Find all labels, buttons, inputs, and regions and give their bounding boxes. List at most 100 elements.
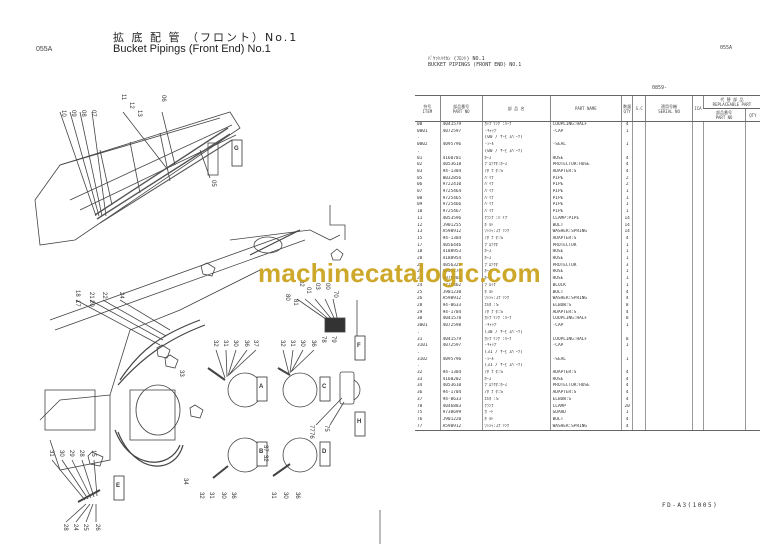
cell-part-no: [439, 329, 483, 337]
cell-empty: [702, 256, 746, 263]
bucket-piping-drawing: G A B C D E F H 10 09 08 07 11 12 13 06 …: [34, 94, 381, 544]
cell-part-name: COUPLING:HALF: [549, 336, 622, 344]
cell-empty: [692, 209, 704, 216]
cell-item: 33: [417, 376, 423, 382]
cell-empty: [632, 349, 646, 357]
cell-qty: 8: [620, 302, 633, 310]
cell-empty: [692, 262, 704, 270]
cell-part-name: ADAPTER:S: [549, 309, 622, 317]
cell-empty: [644, 128, 693, 136]
cell-empty: [702, 282, 746, 290]
cell-part-no: J901220: [439, 416, 483, 424]
cell-part-name: -SEAL: [549, 356, 622, 364]
cell-empty: [702, 162, 746, 169]
cell-qty: 1: [620, 343, 633, 350]
cell-name-jp: ｶｯﾌﾟﾘﾝｸﾞ:ﾊｰﾌ: [481, 121, 551, 129]
cell-empty: [692, 376, 704, 384]
cell-item: 12: [417, 222, 423, 228]
cell-empty: [632, 215, 646, 223]
svg-text:76: 76: [308, 432, 314, 439]
cell-empty: [702, 363, 746, 371]
cell-name-jp: ﾌﾞﾛｯｸ: [481, 282, 551, 290]
cell-name-jp: -ｷｬｯﾌﾟ: [481, 323, 551, 330]
cell-item: 37: [417, 396, 423, 402]
cell-part-name: [549, 148, 622, 156]
svg-text:30: 30: [299, 340, 305, 347]
cell-name-jp: (31 / ｻｰﾋﾞｽﾊﾟｰﾂ): [481, 349, 551, 357]
cell-empty: [702, 148, 746, 156]
cell-item: 28: [417, 302, 423, 308]
cell-empty: [632, 121, 646, 129]
cell-qty: 1: [620, 410, 633, 417]
svg-text:24: 24: [118, 292, 124, 299]
cell-empty: [644, 343, 693, 350]
cell-item: 02: [417, 162, 423, 168]
cell-empty: [632, 376, 646, 384]
cell-empty: [644, 209, 693, 216]
cell-qty: [620, 363, 633, 371]
cell-item: 30: [417, 316, 423, 322]
cell-empty: [632, 128, 646, 136]
cell-empty: [692, 242, 704, 250]
svg-text:24: 24: [72, 524, 78, 531]
cell-item: 17: [417, 242, 423, 248]
cell-empty: [702, 242, 746, 250]
cell-item: 15: [417, 235, 423, 241]
cell-empty: [632, 256, 646, 263]
cell-empty: [632, 289, 646, 297]
svg-text:37: 37: [252, 340, 258, 347]
cell-qty: 4: [620, 309, 633, 317]
cell-empty: [644, 349, 693, 357]
cell-part-no: 4079004: [439, 276, 483, 283]
cell-part-name: WASHER:SPRING: [549, 296, 622, 303]
view-label-b: B: [259, 449, 264, 455]
cell-part-no: [439, 363, 483, 371]
cell-part-name: COUPLING:HALF: [549, 316, 622, 324]
cell-empty: [702, 189, 746, 196]
cell-part-name: GUARD: [549, 410, 622, 417]
svg-text:20: 20: [88, 300, 94, 307]
cell-empty: [744, 256, 760, 263]
cell-qty: 3: [620, 262, 633, 270]
cell-part-no: 4056446: [439, 242, 483, 250]
cell-empty: [644, 195, 693, 203]
svg-text:70: 70: [332, 291, 338, 298]
cell-empty: [692, 121, 704, 129]
cell-empty: [692, 289, 704, 297]
cell-empty: [644, 189, 693, 196]
cell-name-jp: ｴﾙﾎﾞ:S: [481, 396, 551, 404]
svg-text:33: 33: [178, 370, 184, 377]
page-code: 055A: [36, 46, 53, 53]
cell-part-name: [549, 329, 622, 337]
cell-item: 29: [417, 309, 423, 315]
cell-empty: [632, 242, 646, 250]
cell-part-no: J901230: [439, 289, 483, 297]
cell-empty: [692, 282, 704, 290]
cell-empty: [744, 336, 760, 344]
svg-text:36: 36: [243, 340, 249, 347]
cell-empty: [744, 356, 760, 364]
cell-item: 22: [417, 269, 423, 275]
cell-qty: 1: [620, 249, 633, 257]
cell-part-name: WASHER:SPRING: [549, 423, 622, 432]
view-label-d: D: [322, 449, 327, 455]
header-name-jp: 部 品 名: [481, 95, 551, 122]
cell-empty: [744, 376, 760, 384]
cell-part-name: -SEAL: [549, 142, 622, 149]
cell-part-name: PIPE: [549, 175, 622, 183]
cell-empty: [632, 162, 646, 169]
cell-empty: [632, 423, 646, 432]
cell-name-jp: ﾌﾟﾛﾃｸﾀ: [481, 262, 551, 270]
cell-empty: [744, 249, 760, 257]
svg-text:26: 26: [94, 524, 100, 531]
cell-part-name: PROTECTOR: [549, 242, 622, 250]
title-japanese: 拡 底 配 管 （フロント）No.1: [113, 31, 299, 44]
cell-empty: [702, 209, 746, 216]
cell-name-jp: -ｼｰﾙ: [481, 356, 551, 364]
cell-empty: [644, 262, 693, 270]
